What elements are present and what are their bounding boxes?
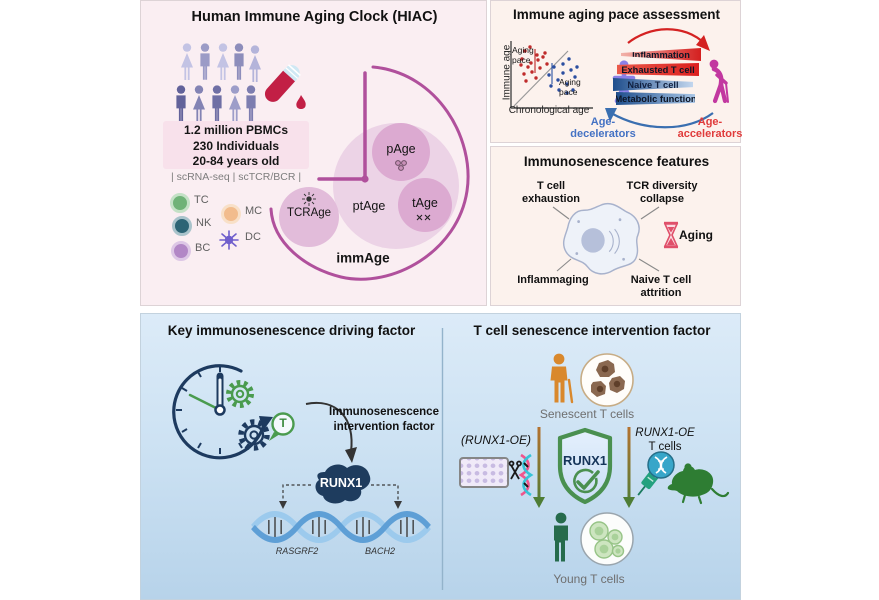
age-decelerators-label: Age- decelerators [570,116,636,140]
legend-label-bc: BC [195,242,211,254]
shield-runx1-label: RUNX1 [562,453,608,468]
accelerator-arrow [627,28,706,45]
legend-swatch [221,204,241,224]
panel-hiac: Human Immune Aging Clock (HIAC) [140,0,487,306]
circle-label-page: pAge [386,142,416,156]
tage-tcr-glyph [416,214,431,221]
gene-label-rasgrf2: RASGRF2 [275,546,319,556]
driving-title: Key immunosenescence driving factor [167,323,416,338]
legend-label-mc: MC [245,205,263,217]
navy-gear-icon [238,419,270,451]
bar-naive-tcell: Naive T cell [613,78,693,91]
senescent-cells-icon [580,353,634,407]
well-plate-icon [459,457,509,488]
tcrage-glyph [302,192,316,206]
stat-age-range: 20-84 years old [192,154,280,168]
panel-bottom: Key immunosenescence driving factor T ce… [140,313,741,600]
stat-individuals: 230 Individuals [192,138,280,153]
senescent-tcells-label: Senescent T cells [539,407,635,421]
clock-hands [317,71,367,181]
blood-drop-icon [296,95,306,109]
label-naive-tcell-attrition: Naive T cell attrition [630,274,692,299]
dendritic-cell-icon [219,230,239,250]
decelerator-arrow [610,112,714,129]
circle-label-ptage: ptAge [352,199,386,213]
bar-metabolic-function: Metabolic function [614,92,697,105]
bar-exhausted-tcell: Exhausted T cell [617,63,699,76]
page-cells-glyph [395,160,407,171]
cohort-stats-box: 1.2 million PBMCs 230 Individuals 20-84 … [163,121,309,169]
scatter-xlabel: Chronological age [508,105,590,116]
legend-swatch [172,216,192,236]
clock-arc [269,65,470,281]
bottom-overlay [279,328,635,590]
stat-pbmcs: 1.2 million PBMCs [183,123,289,137]
aging-pace-lower-label: Aging pace [559,77,581,97]
aging-clock-icon [172,364,295,460]
blood-tube-icon [264,64,306,109]
circle-label-immage: immAge [336,250,390,266]
t-cell-bubble-icon [269,412,295,441]
gene-label-bach2: BACH2 [364,546,395,556]
runx1-blob-label: RUNX1 [319,476,363,490]
mouse-icon [667,463,730,505]
runx1-target-brackets [282,484,399,501]
features-title: Immunosenescence features [523,154,710,169]
old-person-icon [709,59,729,104]
young-tcells-label: Young T cells [553,572,625,586]
age-accelerators-label: Age- accelerators [677,116,743,140]
crispr-dna-icon [508,453,534,497]
aging-pace-scatter [510,41,593,109]
legend-label-dc: DC [245,231,261,243]
senescent-cell-illustration [563,202,640,275]
young-cells-icon [580,512,634,566]
sequencing-methods-label: | scRNA-seq | scTCR/BCR | [170,171,302,183]
legend-swatch [171,241,191,261]
green-gear-icon [226,380,254,408]
hiac-clock-diagram [269,65,470,281]
aging-pace-upper-label: Aging pace [512,45,534,65]
label-inflammaging: Inflammaging [517,274,589,286]
arrow-to-runx1 [305,401,353,453]
legend-label-tc: TC [194,194,209,206]
legend-swatch [170,193,190,213]
scatter-dots-layer [519,45,579,95]
runx1-shield-icon [557,427,613,505]
runx1-oe-left-label: (RUNX1-OE) [460,433,531,447]
panel-aging-pace: Immune aging pace assessment Immune age … [490,0,742,143]
pace-arrows [605,28,714,129]
runx1-blob [315,464,371,504]
scissors-icon [508,460,522,480]
aging-label: Aging [679,228,713,242]
pace-title: Immune aging pace assessment [512,7,721,22]
hourglass-icon [663,221,679,249]
young-person-green-icon [554,512,568,562]
hiac-title: Human Immune Aging Clock (HIAC) [191,9,438,25]
runx1-oe-right-label: RUNX1-OE T cells [635,427,695,453]
legend-label-nk: NK [196,217,212,229]
t-bubble-letter: T [279,416,287,430]
dna-cell-globe-icon [647,451,675,479]
feature-pointer-lines [552,206,660,272]
checkmark-icon [573,468,600,494]
circle-label-tage: tAge [412,196,438,210]
intervention-title: T cell senescence intervention factor [473,323,711,338]
senescent-person-icon [550,353,574,404]
dna-helix [251,511,431,543]
intervention-factor-label: Immunosenescence intervention factor [329,406,439,433]
circle-label-tcrage: TCRAge [286,207,332,219]
